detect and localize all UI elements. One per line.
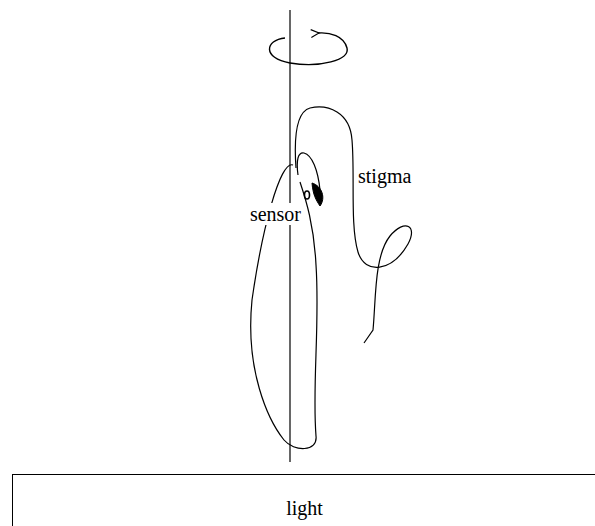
flagellum <box>295 107 411 343</box>
light-source-band: light <box>12 474 595 526</box>
sensor-organelle <box>305 191 310 199</box>
rotation-arrow <box>269 33 347 65</box>
cell-reservoir <box>297 153 320 190</box>
part-label: sensor <box>248 203 303 225</box>
part-label: stigma <box>356 165 413 187</box>
node-text: light <box>13 497 595 519</box>
stigma-spot <box>312 183 323 206</box>
rotation-axis <box>289 10 290 462</box>
